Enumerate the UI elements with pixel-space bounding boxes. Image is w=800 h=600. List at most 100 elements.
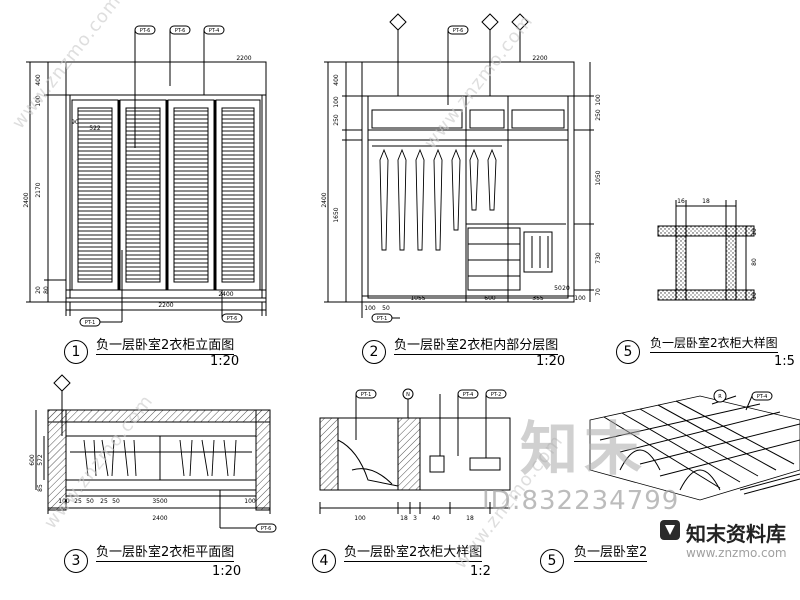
dim-d5-mid: 18 [702,198,710,205]
drawing-scale-2: 1:20 [536,354,566,369]
dim-d3-b2: 25 [74,498,82,505]
dim-d2-w2: 600 [484,295,496,302]
dim-d3-b7: 100 [244,498,256,505]
dim-d2-1650: 1650 [333,207,340,222]
tag-pt4-a: PT-4 [203,25,225,35]
dim-d2-w3: 355 [532,295,544,302]
tag-r: R [713,389,727,403]
dim-d4-3: 3 [413,515,417,522]
tag-pt2: PT-2 [485,389,507,399]
dim-d3-b5: 50 [112,498,120,505]
drawing-title-4: 负一层卧室2衣柜大样图 [344,541,483,562]
drawing-scale-5a: 1:5 [774,354,795,369]
svg-text:R: R [718,394,722,400]
tag-pt6-b: PT-6 [169,25,191,35]
drawing-number-2: 2 [362,340,386,364]
dim-d4-2: 18 [400,515,408,522]
dim-d2-r1: 50 [554,285,562,292]
dim-d2-r100: 100 [595,94,602,106]
drawing-title-1: 负一层卧室2衣柜立面图 [96,334,235,355]
dim-d2-r2: 20 [562,285,570,292]
dim-d1-mid: 100 [35,95,42,107]
drawing-title-5a: 负一层卧室2衣柜大样图 [650,334,778,353]
svg-text:PT-1: PT-1 [361,392,372,398]
tag-pt6-c: PT-6 [221,313,243,323]
dim-d3-b3: 50 [86,498,94,505]
dim-d2-l2: 50 [382,305,390,312]
drawing-number-5a: 5 [616,340,640,364]
logo-url: www.znzmo.com [686,546,787,560]
dim-d2-top-right: 2200 [532,55,547,62]
dim-d3-b1: 100 [58,498,70,505]
drawing-number-5b: 5 [540,549,564,573]
dim-d2-250: 250 [333,114,340,126]
svg-text:PT-1: PT-1 [377,316,388,322]
dim-d2-height: 2400 [321,192,328,207]
drawing-scale-4: 1:2 [470,564,491,579]
section-drawing-4 [319,394,511,514]
dim-d3-h1: 600 [29,454,36,466]
dim-d1-inner: 522 [89,125,101,132]
dim-d2-l1: 100 [364,305,376,312]
svg-text:PT-6: PT-6 [227,316,238,322]
drawing-number-1: 1 [64,340,88,364]
interior-drawing-2 [324,30,594,319]
dim-d4-4: 40 [432,515,440,522]
dim-d3-b4: 25 [100,498,108,505]
plan-drawing-3 [35,391,271,529]
svg-text:PT-1: PT-1 [85,320,96,326]
tag-pt1-a: PT-1 [79,317,101,327]
dim-d2-100: 100 [333,96,340,108]
dim-d5-top: 16 [677,198,685,205]
dim-d2-r3: 100 [574,295,586,302]
dim-d1-top: 400 [35,74,42,86]
dim-d1-base1: 20 [35,286,42,294]
dim-d2-730: 730 [595,252,602,264]
dim-d4-5: 18 [466,515,474,522]
material-tags: PT-6 PT-6 PT-4 PT-1 PT-6 PT-6 PT-1 PT-1 … [79,25,773,533]
dim-d1-top-right: 2200 [236,55,251,62]
svg-text:PT-6: PT-6 [140,28,151,34]
dim-d1-body: 2170 [35,182,42,197]
drawing-title-3: 负一层卧室2衣柜平面图 [96,541,235,562]
svg-text:PT-4: PT-4 [463,392,474,398]
watermark-brand: 知末 [520,415,649,483]
dim-d2-70: 70 [595,288,602,296]
dim-d1-height: 2400 [23,192,30,207]
tag-pt6-a: PT-6 [134,25,156,35]
drawing-scale-1: 1:20 [210,354,240,369]
tag-pt6-d: PT-6 [447,25,469,35]
tag-n: N [402,388,414,400]
dim-d2-top: 400 [333,74,340,86]
dim-d2-r250: 250 [595,109,602,121]
dim-d1-base2: 80 [43,286,50,294]
garment-group [379,148,497,251]
dim-d1-side: 90 [71,119,79,126]
svg-text:PT-4: PT-4 [209,28,220,34]
tag-pt6-e: PT-6 [255,523,277,533]
svg-text:PT-2: PT-2 [491,392,502,398]
hanger-lines [83,439,237,477]
dim-d5-r3: 10 [751,292,758,300]
drawing-scale-3: 1:20 [212,564,242,579]
drawing-title-2: 负一层卧室2衣柜内部分层图 [394,334,559,355]
dimension-labels: 2400 400 100 2170 20 80 2200 2400 522 90… [23,55,758,522]
svg-text:PT-6: PT-6 [175,28,186,34]
dim-d5-r1: 10 [751,228,758,236]
section-markers [53,13,529,392]
watermark-id: ID:832234799 [482,486,680,516]
detail-drawing-5a [657,200,755,301]
perspective-drawing-5b [589,395,800,501]
dim-d2-1050: 1050 [595,170,602,185]
logo-icon [660,520,680,540]
svg-text:PT-4: PT-4 [757,394,768,400]
tag-pt1-c: PT-1 [355,389,377,399]
logo-name: 知末资料库 [686,522,786,546]
svg-text:PT-6: PT-6 [261,526,272,532]
dim-d1-width: 2200 [158,302,173,309]
drawing-title-5b: 负一层卧室2 [574,541,648,562]
tag-pt4-b: PT-4 [457,389,479,399]
dim-d4-1: 100 [354,515,366,522]
dim-d5-r2: 80 [751,258,758,266]
